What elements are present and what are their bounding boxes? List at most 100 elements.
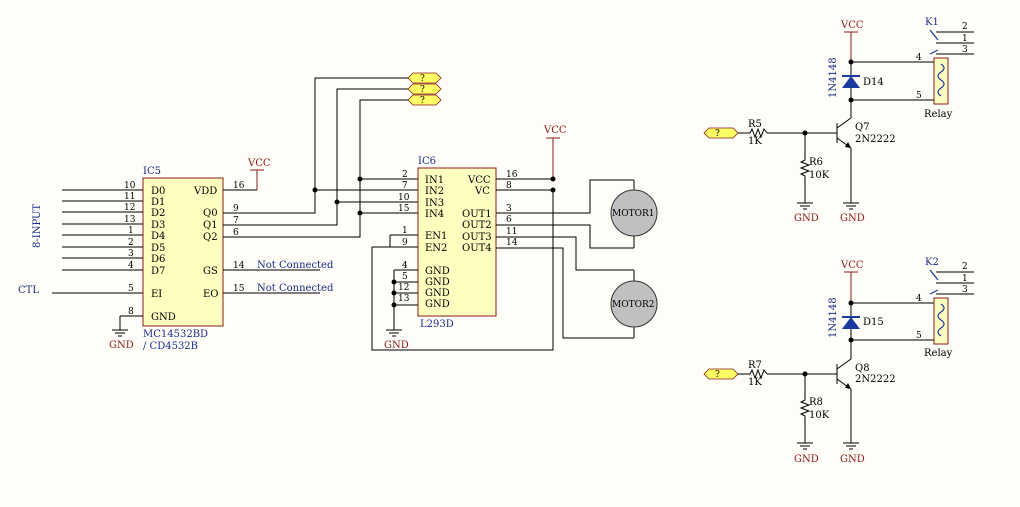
port-label: ? bbox=[420, 96, 425, 106]
q7-type: 2N2222 bbox=[855, 134, 896, 145]
ic6-pin-name: IN3 bbox=[425, 198, 444, 209]
ic5-pin-num: 6 bbox=[233, 228, 239, 238]
ic6-pin-name: GND bbox=[425, 299, 450, 310]
ic5-pin-name: D1 bbox=[151, 197, 165, 208]
ic5-pin-num: 8 bbox=[128, 307, 134, 317]
ic5-pin-name: D3 bbox=[151, 220, 165, 231]
relay2-ref: K2 bbox=[925, 257, 939, 268]
r6-ref: R6 bbox=[809, 157, 823, 168]
r6-value: 10K bbox=[809, 170, 830, 181]
ic6-pin-name: EN2 bbox=[425, 243, 447, 254]
relay2-pin: 3 bbox=[962, 285, 968, 295]
r5-value: 1K bbox=[748, 136, 762, 147]
ic6-gnd-label: GND bbox=[384, 340, 409, 351]
ctl-label: CTL bbox=[18, 285, 39, 296]
q8-type: 2N2222 bbox=[855, 374, 896, 385]
gnd-label: GND bbox=[794, 454, 819, 465]
relay1-coil bbox=[933, 57, 949, 105]
relay1-pin: 5 bbox=[916, 91, 922, 101]
ic5-vcc-label: VCC bbox=[247, 158, 271, 169]
gnd-label: GND bbox=[840, 454, 865, 465]
ic5-pin-name: GS bbox=[203, 266, 218, 277]
relay2-pin: 4 bbox=[916, 294, 922, 304]
vcc-label: VCC bbox=[840, 260, 864, 271]
relay1-pin: 1 bbox=[962, 34, 968, 44]
motor-2-body bbox=[610, 280, 658, 328]
ic6-pin-name: IN1 bbox=[425, 175, 444, 186]
ic6-pin-num: 11 bbox=[506, 227, 517, 237]
ic5-pin-name: D4 bbox=[151, 231, 165, 242]
ic5-pin-num: 7 bbox=[233, 216, 239, 226]
ic6-pin-name: GND bbox=[425, 288, 450, 299]
ic6-pin-num: 1 bbox=[402, 226, 408, 236]
port-label: ? bbox=[420, 74, 425, 84]
ic6-pin-name: OUT1 bbox=[462, 209, 492, 220]
ic6-pin-num: 7 bbox=[402, 181, 408, 191]
ic6-pin-num: 9 bbox=[402, 238, 408, 248]
ic5-pin-name: EI bbox=[151, 289, 162, 300]
d15-type: 1N4148 bbox=[828, 297, 839, 338]
ic5-pin-name: D5 bbox=[151, 243, 165, 254]
ic5-pin-num: 16 bbox=[233, 181, 245, 191]
d14-ref: D14 bbox=[863, 77, 884, 88]
port-label: ? bbox=[420, 85, 425, 95]
port-label: ? bbox=[715, 370, 720, 380]
net-ports[interactable]: ? ? ? bbox=[407, 72, 442, 106]
gnd-label: GND bbox=[840, 213, 865, 224]
relay1-pin: 3 bbox=[962, 45, 968, 55]
ic5-pin-num: 3 bbox=[128, 249, 134, 259]
d15-ref: D15 bbox=[863, 317, 884, 328]
motor-1-body bbox=[610, 189, 658, 237]
ic5-pin-num: 1 bbox=[128, 226, 134, 236]
relay-driver-1[interactable]: ? R5 1K R6 10K GND Q7 2N2222 GND VCC bbox=[703, 17, 974, 224]
ic5-pin-num: 5 bbox=[128, 284, 134, 294]
ic6-pin-name: VCC bbox=[467, 175, 491, 186]
ic6-vcc-label: VCC bbox=[543, 125, 567, 136]
ic6-pin-name: IN2 bbox=[425, 186, 444, 197]
ic6-pin-name: OUT3 bbox=[462, 232, 492, 243]
ic6-pin-num: 15 bbox=[398, 204, 410, 214]
ic5-pin-num: 10 bbox=[124, 181, 136, 191]
motor-1[interactable]: MOTOR1 bbox=[610, 180, 658, 248]
ic6-pin-num: 13 bbox=[398, 294, 410, 304]
ic5-part-alt: / CD4532B bbox=[143, 341, 198, 352]
ic6-pin-num: 6 bbox=[506, 215, 512, 225]
ic5-pin-name: Q2 bbox=[203, 232, 218, 243]
ic6-ref: IC6 bbox=[418, 156, 436, 167]
ic5-pin-num: 13 bbox=[124, 215, 136, 225]
ic5-output-wires bbox=[223, 169, 320, 294]
ic6-wires bbox=[371, 137, 634, 351]
ic6-pin-num: 16 bbox=[506, 170, 518, 180]
motor-2[interactable]: MOTOR2 bbox=[610, 270, 658, 338]
ic6-pin-num: 12 bbox=[398, 283, 409, 293]
ic5-encoder[interactable]: IC5 MC14532BD / CD4532B 10 11 12 13 1 2 … bbox=[18, 158, 334, 352]
relay2-pin: 2 bbox=[962, 262, 968, 272]
ic6-driver[interactable]: IC6 L293D 2 7 10 15 1 9 4 5 12 13 IN1 IN… bbox=[371, 125, 634, 351]
ic5-pin-name: GND bbox=[151, 312, 176, 323]
ic6-pin-num: 3 bbox=[506, 204, 512, 214]
ic5-body bbox=[142, 177, 224, 327]
ic6-pin-num: 14 bbox=[506, 238, 518, 248]
ic6-pin-name: IN4 bbox=[425, 209, 444, 220]
ic6-part-name: L293D bbox=[420, 319, 454, 330]
vcc-label: VCC bbox=[840, 20, 864, 31]
ic5-pin-name: D0 bbox=[151, 186, 165, 197]
port-label: ? bbox=[715, 129, 720, 139]
ic6-pin-name: VC bbox=[474, 186, 490, 197]
ic5-gs-nc: Not Connected bbox=[257, 260, 334, 271]
ic5-pin-num: 15 bbox=[233, 284, 245, 294]
relay1-label: Relay bbox=[924, 109, 953, 120]
gnd-label: GND bbox=[794, 213, 819, 224]
relay2-label: Relay bbox=[924, 348, 953, 359]
input-label: 8-INPUT bbox=[32, 204, 43, 248]
ic5-pin-name: EO bbox=[203, 289, 219, 300]
ic5-pin-name: VDD bbox=[193, 186, 217, 197]
ic6-pin-num: 2 bbox=[402, 170, 408, 180]
relay2-coil bbox=[933, 297, 949, 345]
q7-ref: Q7 bbox=[855, 122, 870, 133]
ic5-pin-num: 4 bbox=[128, 261, 134, 271]
ic6-body bbox=[417, 167, 497, 317]
relay-driver-2[interactable]: ? R7 1K R8 10K GND Q8 2N2222 GND VCC bbox=[703, 257, 974, 465]
d14-type: 1N4148 bbox=[828, 57, 839, 98]
